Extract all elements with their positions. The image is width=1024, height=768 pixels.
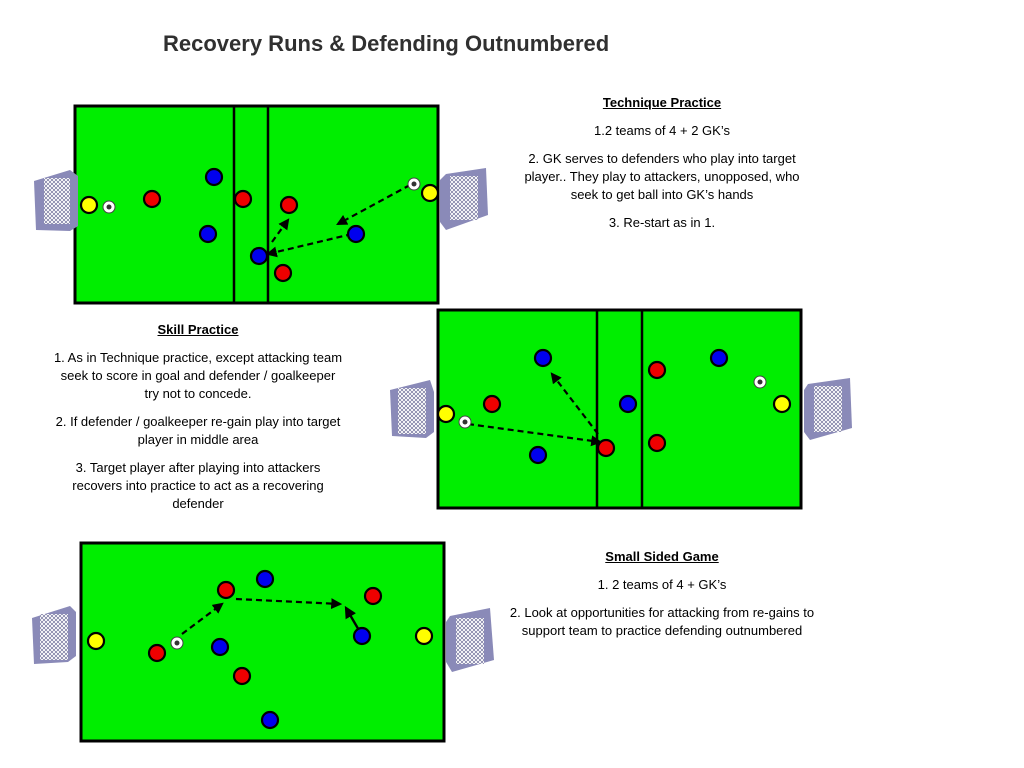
goalkeeper-yellow: [414, 626, 434, 646]
player-blue: [255, 569, 275, 589]
goalkeeper-yellow: [86, 631, 106, 651]
player-red: [482, 394, 502, 414]
ball-icon: [102, 200, 116, 214]
goal-left: [34, 170, 78, 231]
player-blue: [204, 167, 224, 187]
ball-icon: [458, 415, 472, 429]
pass-arrows: [181, 597, 343, 635]
skill-item-2: 2. If defender / goalkeeper re-gain play…: [55, 414, 341, 447]
player-blue: [198, 224, 218, 244]
player-red: [273, 263, 293, 283]
skill-heading: Skill Practice: [157, 322, 239, 337]
goal-right: [446, 608, 494, 672]
player-red: [647, 433, 667, 453]
technique-item-2: 2. GK serves to defenders who play into …: [524, 151, 800, 202]
player-red: [647, 360, 667, 380]
player-red: [216, 580, 236, 600]
ssg-description: Small Sided Game 1. 2 teams of 4 + GK’s …: [508, 548, 816, 650]
goalkeeper-yellow: [772, 394, 792, 414]
ball-icon: [170, 636, 184, 650]
technique-item-3: 3. Re-start as in 1.: [608, 215, 716, 230]
player-blue: [533, 348, 553, 368]
goalkeeper-yellow: [420, 183, 440, 203]
player-blue: [352, 626, 372, 646]
skill-description: Skill Practice 1. As in Technique practi…: [52, 321, 344, 523]
technique-pitch: [34, 104, 488, 305]
player-blue: [528, 445, 548, 465]
player-blue: [709, 348, 729, 368]
ssg-pitch: [32, 541, 494, 743]
goal-left: [32, 606, 76, 664]
ball-icon: [407, 177, 421, 191]
technique-description: Technique Practice 1.2 teams of 4 + 2 GK…: [508, 94, 816, 242]
player-blue: [346, 224, 366, 244]
technique-heading: Technique Practice: [602, 95, 722, 110]
pass-arrows: [467, 372, 603, 447]
player-blue: [618, 394, 638, 414]
goalkeeper-yellow: [436, 404, 456, 424]
ssg-item-2: 2. Look at opportunities for attacking f…: [509, 605, 815, 638]
skill-item-1: 1. As in Technique practice, except atta…: [53, 350, 343, 401]
ssg-heading: Small Sided Game: [605, 549, 719, 564]
player-red: [363, 586, 383, 606]
pass-arrows: [265, 184, 411, 258]
skill-pitch: [390, 308, 852, 510]
ssg-item-1: 1. 2 teams of 4 + GK’s: [597, 577, 727, 592]
ball-icon: [753, 375, 767, 389]
page-title: Recovery Runs & Defending Outnumbered: [163, 31, 610, 56]
player-blue: [249, 246, 269, 266]
goal-right: [440, 168, 488, 230]
player-red: [279, 195, 299, 215]
player-red: [232, 666, 252, 686]
player-blue: [210, 637, 230, 657]
goalkeeper-yellow: [79, 195, 99, 215]
player-red: [142, 189, 162, 209]
goal-left: [390, 380, 434, 438]
technique-item-1: 1.2 teams of 4 + 2 GK’s: [594, 123, 730, 138]
goal-right: [804, 378, 852, 440]
player-red: [147, 643, 167, 663]
player-red: [233, 189, 253, 209]
player-blue: [260, 710, 280, 730]
player-red: [596, 438, 616, 458]
skill-item-3: 3. Target player after playing into atta…: [72, 460, 324, 511]
